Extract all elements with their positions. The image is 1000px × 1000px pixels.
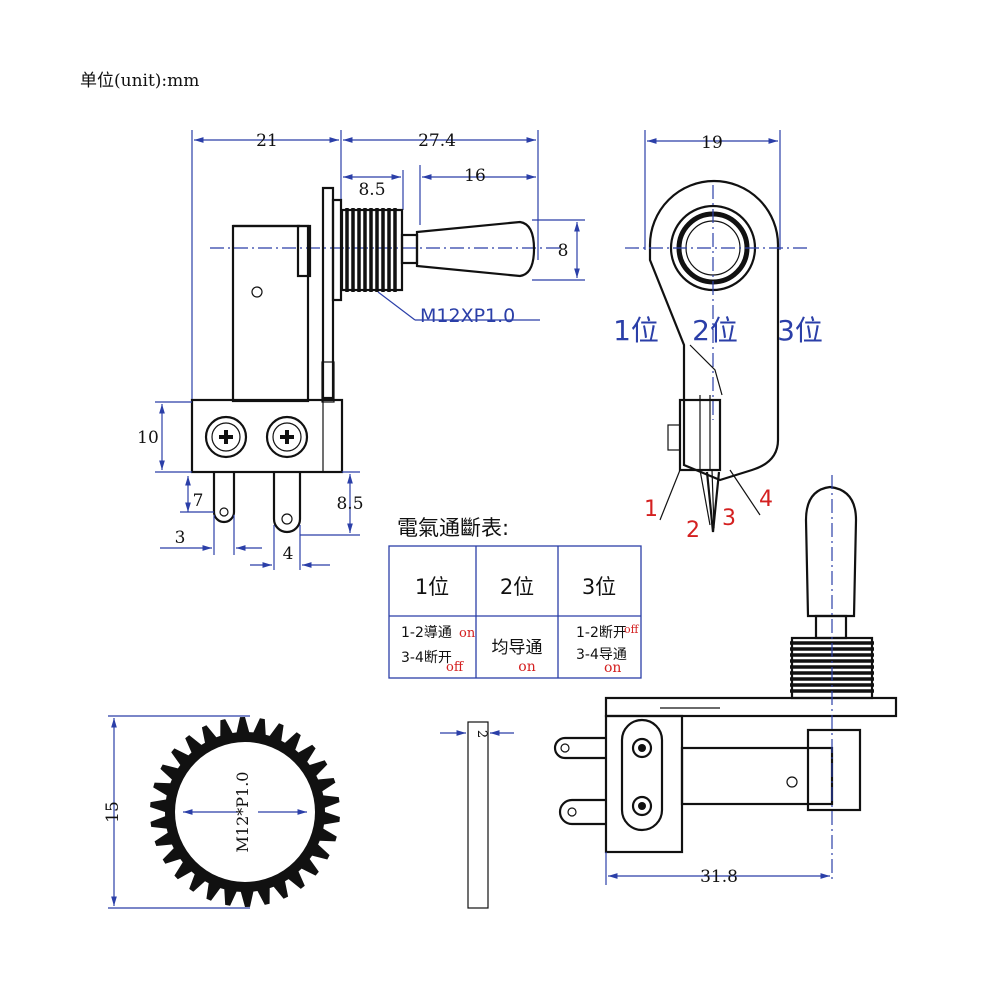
cell-3-line1: 1-2断开 (576, 625, 627, 641)
unit-label: 单位(unit):mm (80, 71, 199, 91)
table-header-2: 2位 (500, 575, 534, 599)
dim-7: 7 (193, 491, 204, 511)
table-header-3: 3位 (582, 575, 616, 599)
dim-2: 2 (474, 730, 489, 738)
cell-3-line1-tag: off (624, 623, 640, 636)
position-3-label: 3位 (777, 314, 823, 347)
cell-1-line1: 1-2導通 (401, 625, 452, 641)
side-view: 21 27.4 8.5 16 8 (137, 130, 585, 570)
cell-1-line2: 3-4断开 (401, 650, 452, 666)
dim-3: 3 (175, 528, 186, 548)
pin-2-label: 2 (686, 518, 700, 543)
cell-2-line1: 均导通 (492, 638, 543, 658)
dim-19: 19 (701, 133, 723, 153)
pin-4-label: 4 (759, 487, 773, 512)
position-1-label: 1位 (613, 314, 659, 347)
dim-4: 4 (283, 544, 294, 564)
dim-8-5-top: 8.5 (358, 180, 385, 200)
cell-1-line2-tag: off (446, 660, 465, 675)
dim-8-5-right: 8.5 (336, 494, 363, 514)
dim-21: 21 (256, 131, 278, 151)
cell-1-line1-tag: on (459, 626, 476, 641)
dim-31-8: 31.8 (700, 867, 738, 887)
dim-16: 16 (464, 166, 486, 186)
cell-2-line1-tag: on (518, 659, 535, 675)
bottom-view: 31.8 (553, 475, 898, 887)
dim-27-4: 27.4 (418, 131, 456, 151)
cell-3-line2: 3-4导通 (576, 647, 627, 663)
pin-3-label: 3 (722, 506, 736, 531)
thread-label: M12XP1.0 (420, 305, 515, 327)
position-2-label: 2位 (692, 314, 738, 347)
front-view: 19 1位 2位 3位 1 2 3 4 (613, 130, 823, 543)
pin-1-label: 1 (644, 497, 658, 522)
washer-view: 2 (440, 721, 514, 909)
dim-15: 15 (103, 801, 123, 823)
continuity-table: 電氣通斷表: 1位 2位 3位 1-2導通 on 3-4断开 off 均导通 o… (388, 516, 642, 679)
table-header-1: 1位 (415, 575, 449, 599)
cell-3-line2-tag: on (604, 660, 621, 676)
nut-view: 15 M12*P1.0 (103, 715, 340, 909)
dim-10: 10 (137, 428, 159, 448)
dim-8: 8 (558, 241, 569, 261)
nut-thread-label: M12*P1.0 (233, 772, 252, 853)
table-title: 電氣通斷表: (397, 516, 509, 540)
